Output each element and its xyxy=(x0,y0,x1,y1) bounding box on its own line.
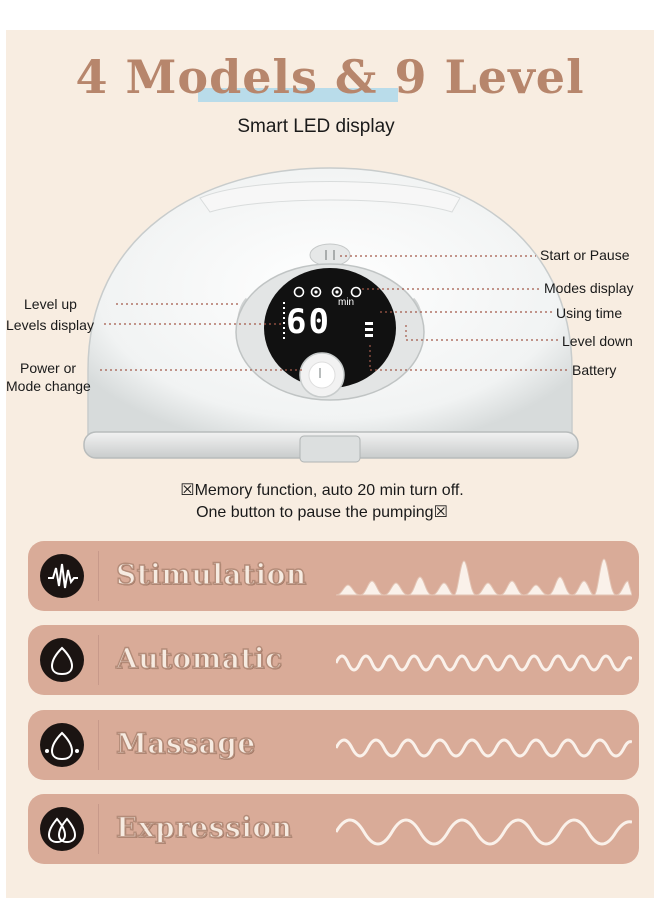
callout-using-time: Using time xyxy=(556,305,623,321)
page-subtitle: Smart LED display xyxy=(237,116,395,137)
massage-waveform xyxy=(336,738,632,758)
mode-bar-stimulation: Stimulation xyxy=(28,541,639,611)
stimulation-waveform xyxy=(336,558,632,596)
mode-divider xyxy=(98,635,99,685)
mode-bar-expression: Expression xyxy=(28,794,639,864)
expression-waveform xyxy=(336,818,632,846)
mode-label-massage: Massage xyxy=(115,726,256,760)
callout-power-line2: Mode change xyxy=(6,378,91,394)
automatic-waveform xyxy=(336,654,632,672)
mode-divider xyxy=(98,551,99,601)
page-title: 4 Models & 9 Level xyxy=(75,50,585,104)
memory-note: ☒Memory function, auto 20 min turn off. xyxy=(180,482,464,499)
mode-bar-massage: Massage xyxy=(28,710,639,780)
callout-modes-display: Modes display xyxy=(544,280,634,296)
mode-label-expression: Expression xyxy=(115,810,293,844)
mode-label-stimulation: Stimulation xyxy=(115,557,307,591)
led-readout: 60 xyxy=(286,302,331,342)
mode-bar-automatic: Automatic xyxy=(28,625,639,695)
callout-level-down: Level down xyxy=(562,333,633,349)
massage-droplet-icon xyxy=(40,723,84,767)
callout-power-line1: Power or xyxy=(20,360,77,376)
mode-divider xyxy=(98,804,99,854)
callout-battery: Battery xyxy=(572,362,617,378)
mode-label-automatic: Automatic xyxy=(115,641,283,675)
double-droplet-icon xyxy=(40,807,84,851)
stimulation-wave-icon xyxy=(40,554,84,598)
led-unit: min xyxy=(338,297,355,308)
title-highlight xyxy=(198,88,398,102)
mode-divider xyxy=(98,720,99,770)
callout-start-pause: Start or Pause xyxy=(540,247,630,263)
callout-level-up: Level up xyxy=(24,296,77,312)
droplet-icon xyxy=(40,638,84,682)
pause-note: One button to pause the pumping☒ xyxy=(196,504,448,521)
callout-levels-display: Levels display xyxy=(6,317,94,333)
